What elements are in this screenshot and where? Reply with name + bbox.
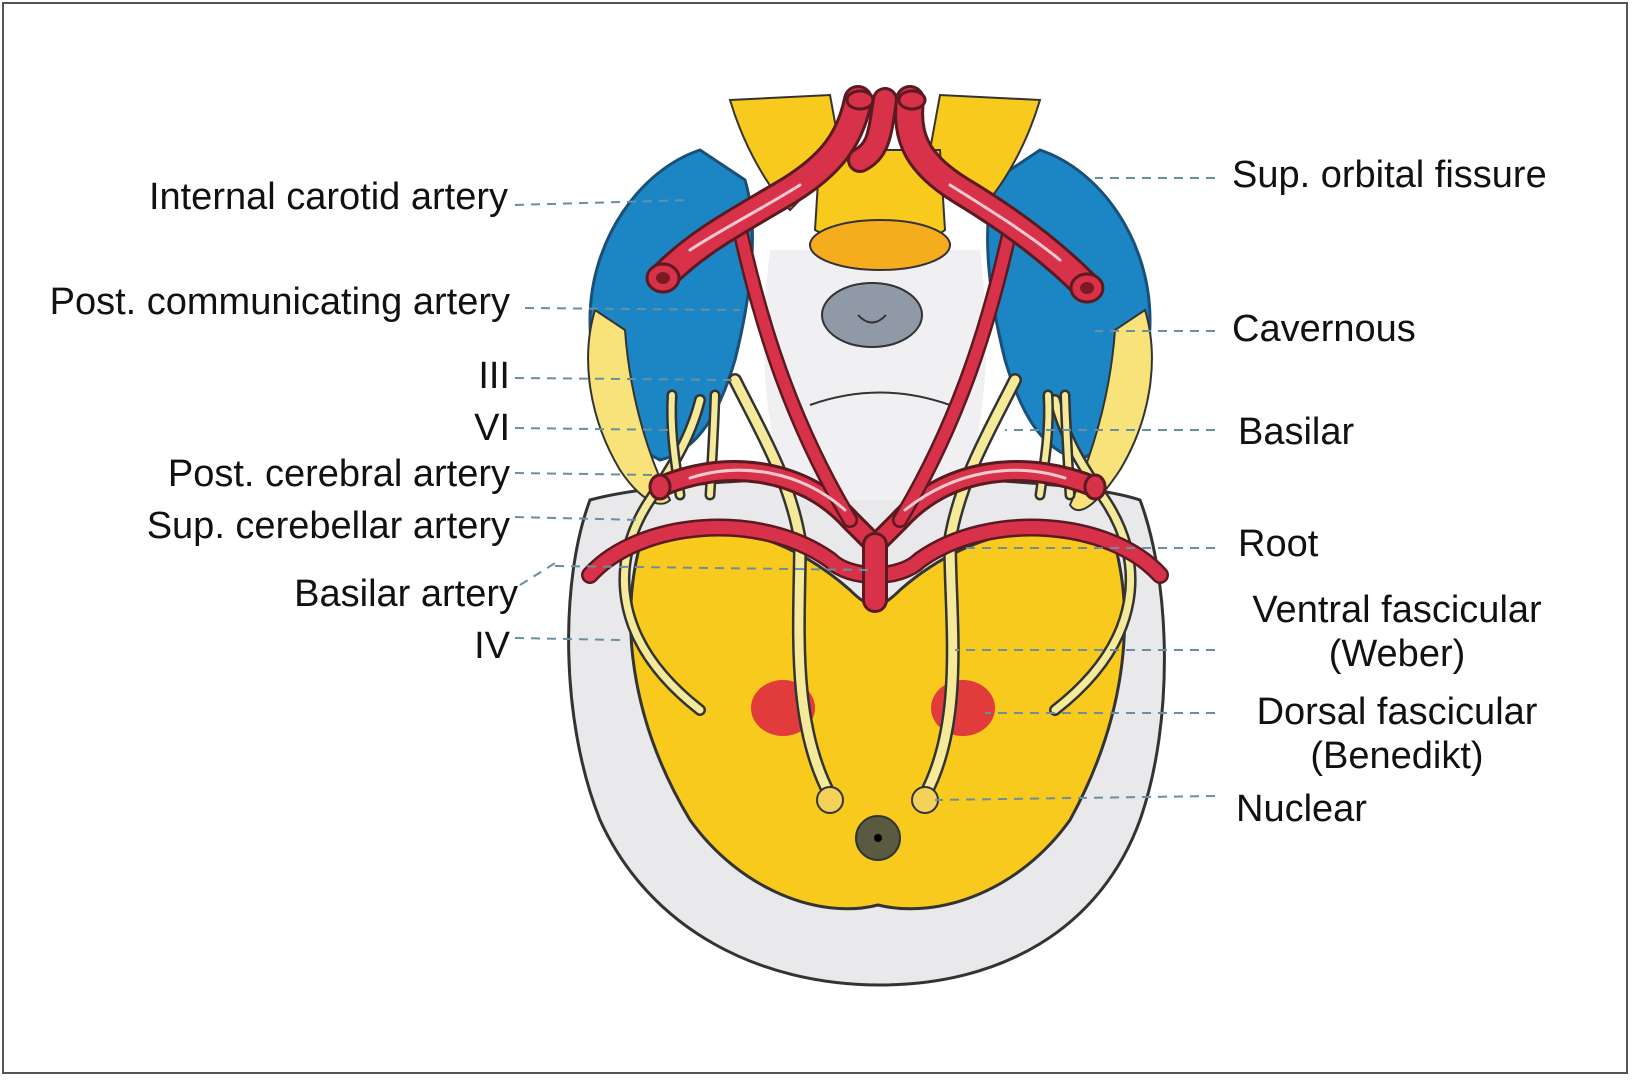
arteries — [581, 85, 1169, 613]
oculomotor-nucleus-left — [816, 786, 844, 814]
carotid-lumen-left — [656, 272, 670, 284]
label-post-communicating-artery: Post. communicating artery — [49, 281, 510, 323]
label-ventral-fascicular: Ventral fascicular — [1252, 589, 1542, 631]
label-internal-carotid-artery: Internal carotid artery — [148, 176, 508, 218]
central-region — [764, 250, 986, 500]
label-sup-cerebellar-artery: Sup. cerebellar artery — [146, 505, 510, 547]
oculomotor-nucleus-right — [911, 786, 939, 814]
leader-lines — [514, 177, 1216, 801]
label-dorsal-fascicular: Dorsal fascicular — [1256, 691, 1538, 733]
lateral-dura-right — [1068, 308, 1153, 511]
label-cn-iii: III — [478, 355, 510, 397]
label-post-cerebral-artery: Post. cerebral artery — [167, 453, 510, 495]
label-basilar: Basilar — [1238, 411, 1355, 453]
label-cn-vi: VI — [474, 407, 510, 449]
infundibulum — [821, 282, 923, 348]
pca-cut-right — [1083, 473, 1107, 501]
pca-cut-left — [648, 473, 672, 501]
carotid-lumen-right — [1080, 282, 1094, 294]
ica-top-cut-left — [845, 89, 875, 111]
label-weber: (Weber) — [1328, 633, 1466, 675]
label-root: Root — [1238, 523, 1319, 565]
aqueduct-lumen — [874, 834, 882, 842]
infundibulum-mark — [857, 314, 887, 324]
label-cavernous: Cavernous — [1232, 308, 1416, 350]
label-nuclear: Nuclear — [1236, 788, 1367, 830]
mamillary-curve — [809, 391, 951, 406]
label-benedikt: (Benedikt) — [1310, 735, 1484, 777]
label-cn-iv: IV — [474, 625, 510, 667]
ica-top-cut-right — [897, 89, 927, 111]
pituitary-gland — [809, 219, 951, 271]
midbrain — [629, 528, 1126, 911]
label-basilar-artery: Basilar artery — [294, 573, 518, 615]
label-sup-orbital-fissure: Sup. orbital fissure — [1232, 154, 1547, 196]
